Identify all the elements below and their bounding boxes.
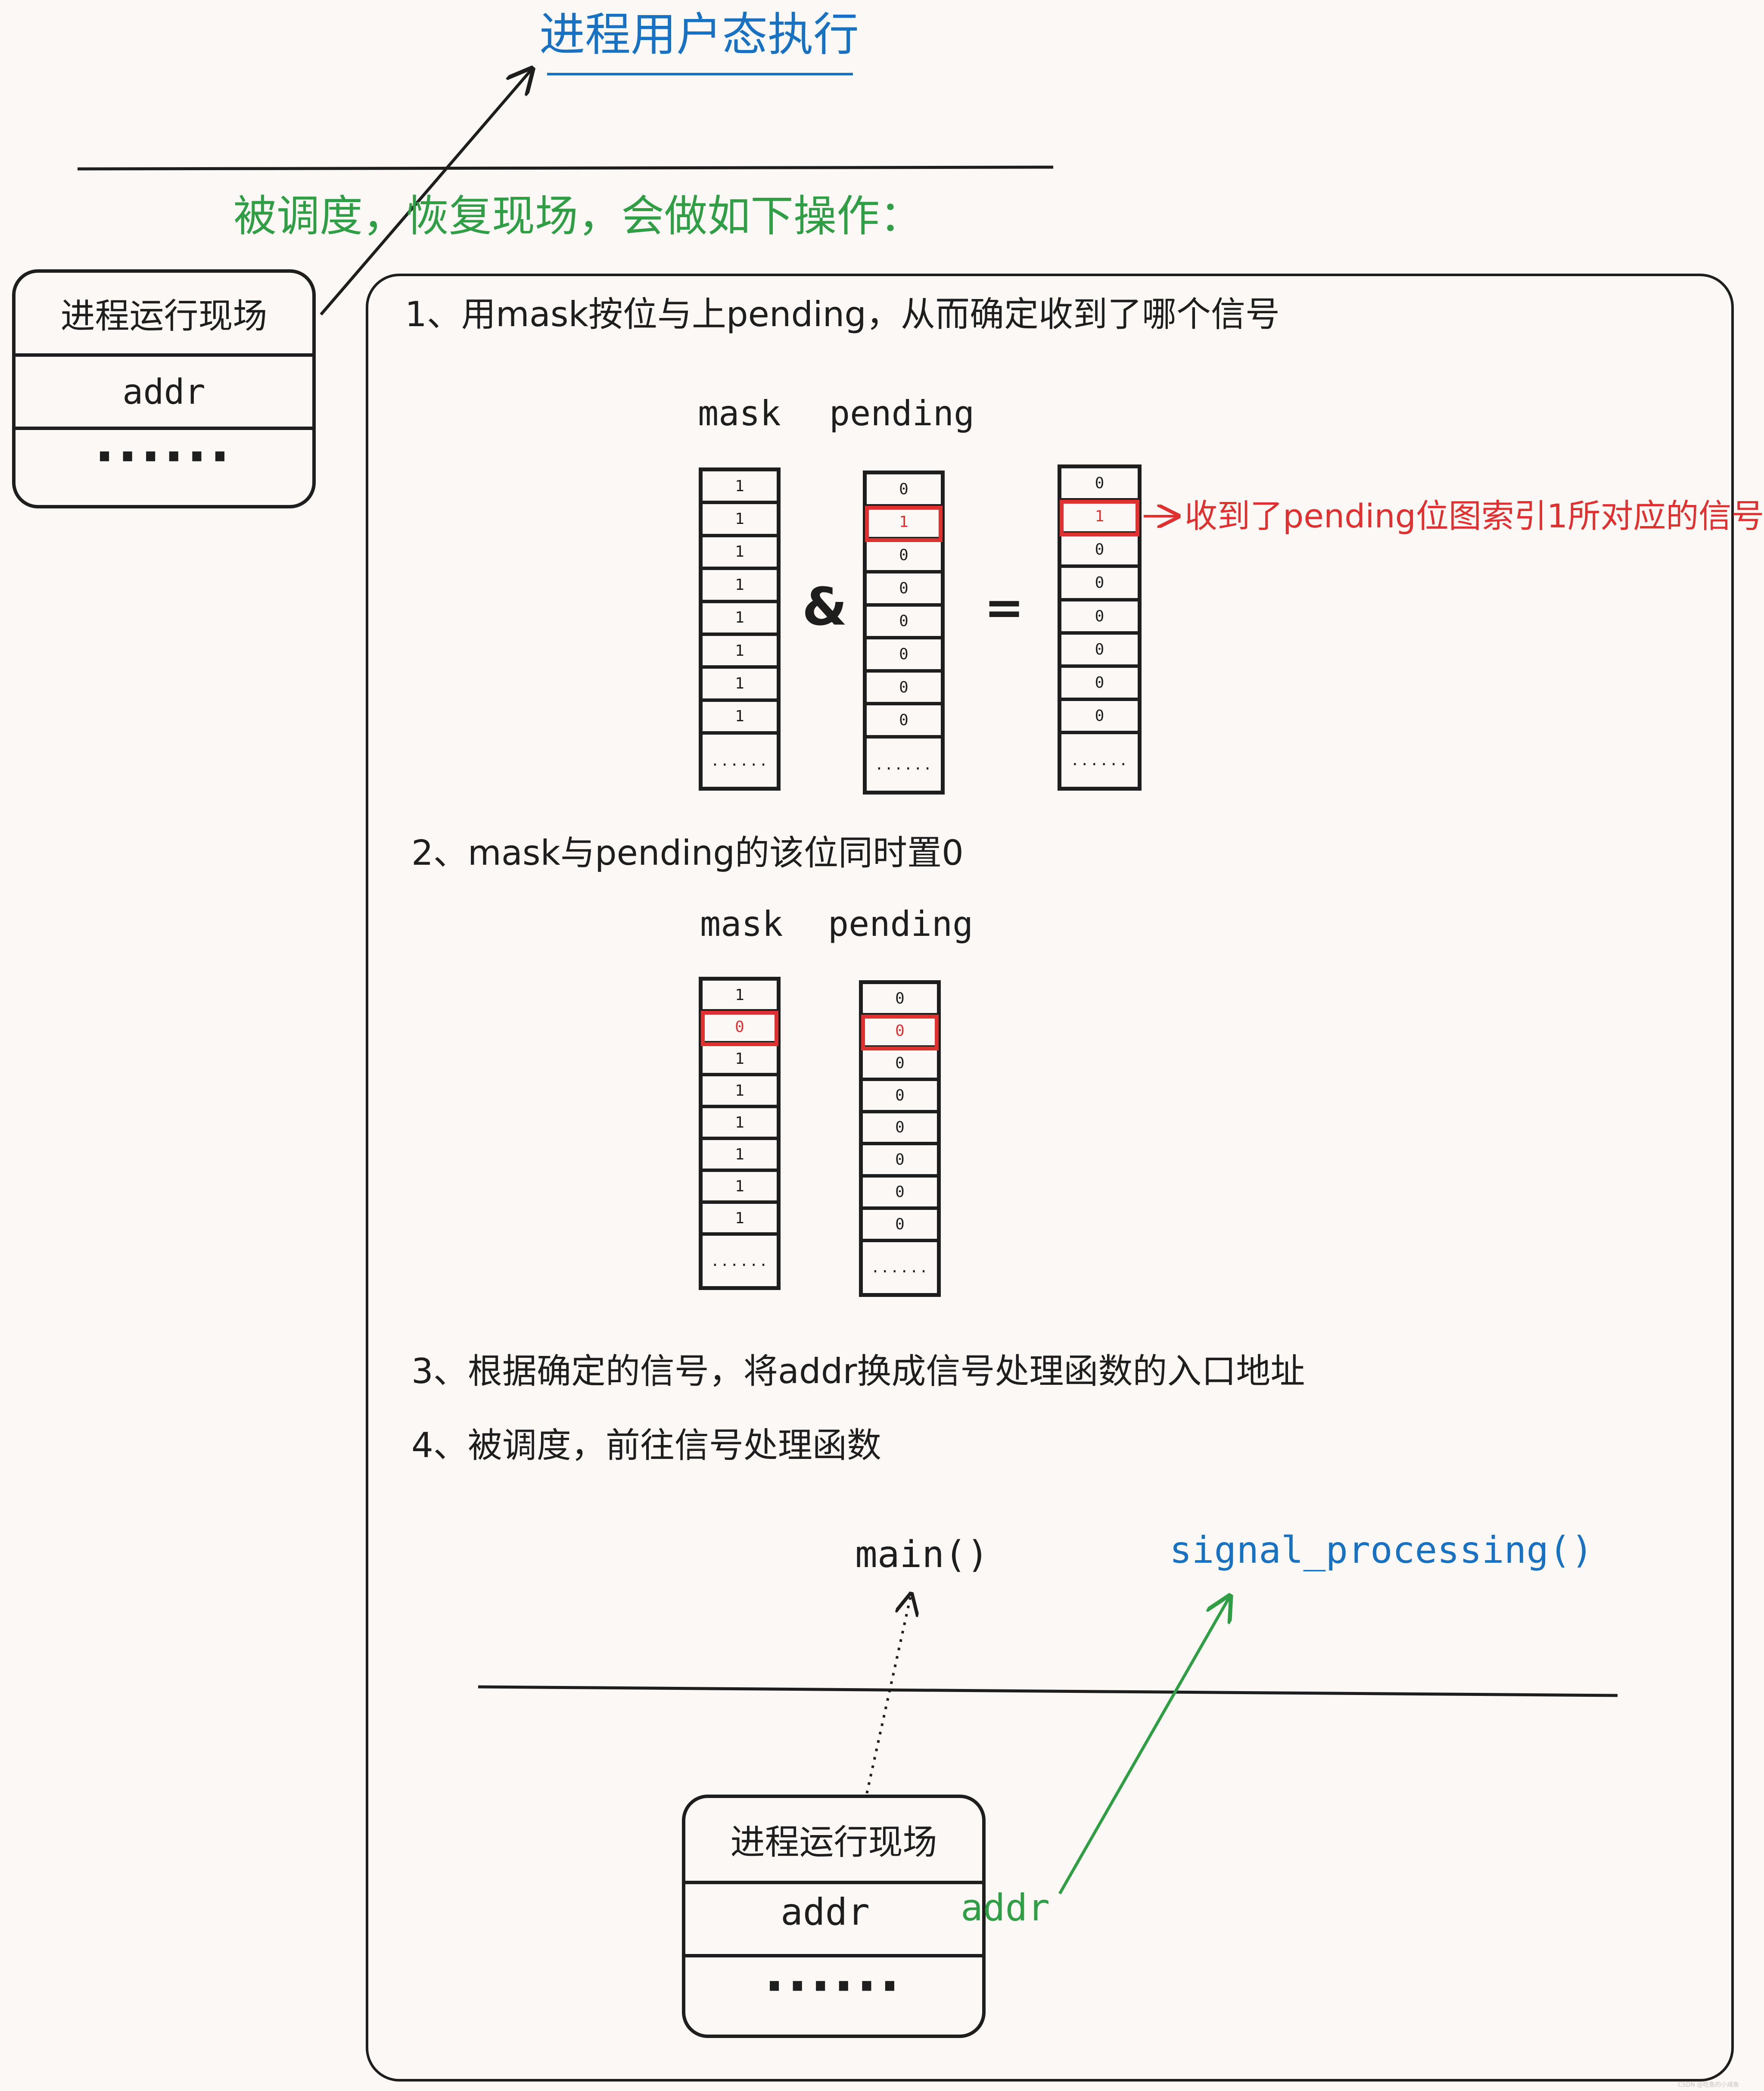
bit-cell-more: ...... (1070, 752, 1129, 769)
bit-cell-more: ...... (874, 756, 933, 773)
main-label: main() (855, 1533, 989, 1576)
bit-cell: 1 (703, 1172, 777, 1204)
context-bottom-new-addr: addr (961, 1886, 1050, 1929)
bit-cell: 1 (703, 981, 777, 1013)
bit-cell: 0 (863, 1210, 937, 1242)
bit-cell: 0 (1061, 668, 1138, 701)
bit-cell: 0 (1061, 601, 1138, 635)
scheduled-note: 被调度，恢复现场，会做如下操作： (233, 191, 923, 241)
bit-cell: 1 (703, 537, 777, 570)
step1-annotation: 收到了pending位图索引1所对应的信号 (1185, 497, 1764, 535)
bit-cell: 0 (701, 1011, 778, 1046)
step1-pending-label: pending (829, 393, 975, 433)
bit-cell: 0 (863, 1113, 937, 1146)
context-bottom-addr: addr (781, 1891, 870, 1934)
bit-cell: 0 (863, 1081, 937, 1113)
step2-pending-label: pending (828, 904, 974, 944)
bit-cell: 1 (1060, 500, 1139, 537)
step4-text: 4、被调度，前往信号处理函数 (411, 1425, 881, 1465)
context-bottom-title: 进程运行现场 (730, 1822, 937, 1862)
and-symbol: & (802, 577, 847, 637)
process-context-top: 进程运行现场 addr ······ (12, 269, 316, 508)
bit-cell: 1 (703, 1044, 777, 1076)
bit-cell-more: ...... (710, 1252, 769, 1270)
step1-text: 1、用mask按位与上pending，从而确定收到了哪个信号 (405, 294, 1280, 334)
bit-cell: 0 (1061, 568, 1138, 601)
bit-cell: 0 (867, 639, 941, 673)
equals-symbol: = (984, 580, 1024, 635)
step3-text: 3、根据确定的信号，将addr换成信号处理函数的入口地址 (411, 1351, 1305, 1391)
bit-cell: 1 (703, 471, 777, 505)
operations-frame (366, 274, 1734, 2082)
handler-label: signal_processing() (1170, 1529, 1593, 1572)
bit-cell-more: ...... (871, 1259, 929, 1276)
bit-cell: 1 (703, 1140, 777, 1172)
bit-cell: 0 (867, 607, 941, 640)
bit-cell: 1 (703, 1204, 777, 1236)
bit-cell: 0 (867, 474, 941, 508)
page-title: 进程用户态执行 (539, 8, 859, 61)
bottom-boundary-line (478, 1685, 1618, 1697)
step2-text: 2、mask与pending的该位同时置0 (411, 833, 964, 873)
main-dotted-arrow (858, 1594, 911, 1827)
top-boundary-line (77, 165, 1054, 171)
bit-cell: 0 (867, 673, 941, 706)
step1-mask-label: mask (698, 393, 781, 433)
bit-cell: 0 (863, 1049, 937, 1081)
watermark: CSDN @吃鱼的小咸鱼 (1678, 2082, 1739, 2088)
bit-cell: 0 (861, 1014, 939, 1050)
bit-cell: 1 (703, 1076, 777, 1108)
bit-cell: 1 (703, 570, 777, 603)
return-to-user-arrow (320, 69, 532, 316)
bit-cell: 1 (703, 636, 777, 669)
process-context-bottom: 进程运行现场 ······ (682, 1795, 986, 2038)
bit-cell: 0 (867, 705, 941, 739)
bit-cell: 0 (863, 984, 937, 1016)
bit-cell: 1 (865, 505, 943, 542)
step2-mask-label: mask (700, 904, 783, 944)
bit-cell: 1 (703, 504, 777, 537)
context-addr: addr (122, 371, 205, 412)
bit-cell-more: ...... (710, 752, 769, 770)
bit-cell: 1 (703, 1108, 777, 1140)
bit-cell: 1 (703, 669, 777, 702)
bit-cell: 0 (863, 1145, 937, 1178)
bit-cell: 0 (863, 1178, 937, 1210)
context-title: 进程运行现场 (60, 296, 268, 336)
bit-cell: 0 (867, 573, 941, 607)
handler-arrow (1058, 1596, 1230, 1895)
bit-cell: 1 (703, 702, 777, 735)
bit-cell: 0 (1061, 635, 1138, 668)
bit-cell: 0 (867, 540, 941, 573)
bit-cell: 0 (1061, 535, 1138, 568)
bit-cell: 0 (1061, 468, 1138, 502)
bit-cell: 1 (703, 603, 777, 636)
bit-cell: 0 (1061, 701, 1138, 734)
